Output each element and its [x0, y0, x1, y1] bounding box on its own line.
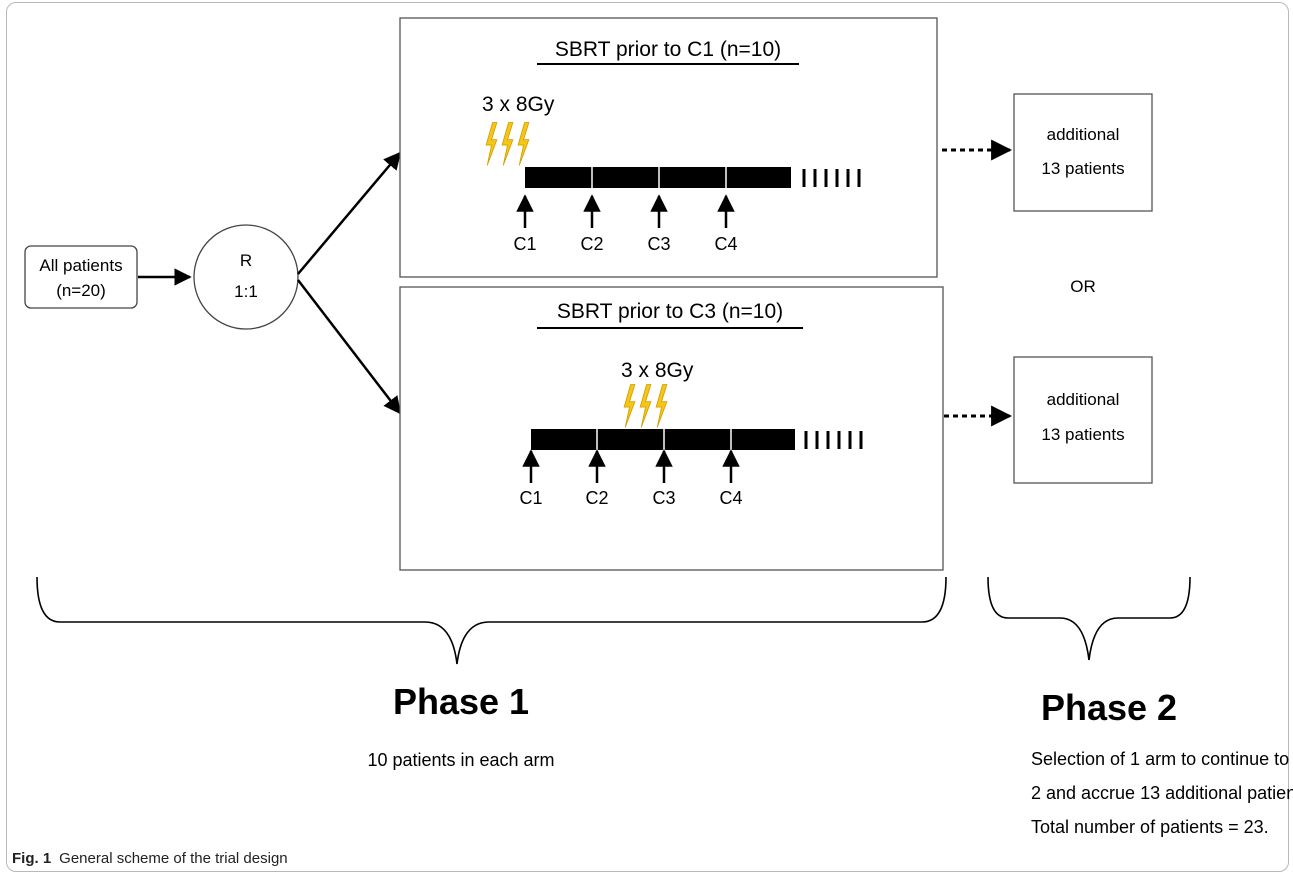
- all-patients-label: All patients: [39, 256, 122, 275]
- arm1-cycle-c4: C4: [714, 234, 737, 254]
- arm1-continuation-ticks: [802, 169, 861, 187]
- arm2-cycle-c4: C4: [719, 488, 742, 508]
- phase2-description-line2: 2 and accrue 13 additional patients.: [1031, 783, 1293, 803]
- arm2-box: SBRT prior to C3 (n=10) 3 x 8Gy C1: [399, 286, 944, 571]
- arm2-cycle-c3: C3: [652, 488, 675, 508]
- phase2-description-line1: Selection of 1 arm to continue to phase: [1031, 749, 1293, 769]
- phase2-box-2: additional 13 patients: [1013, 356, 1153, 484]
- arm1-cycle-c2: C2: [580, 234, 603, 254]
- arm2-dose: 3 x 8Gy: [621, 359, 694, 382]
- figure-label: Fig. 1: [12, 850, 52, 867]
- phase2-brace: [987, 576, 1191, 661]
- arm1-box: SBRT prior to C1 (n=10) 3 x 8Gy C1: [399, 17, 938, 278]
- figure-caption: Fig. 1 General scheme of the trial design: [12, 850, 288, 867]
- arm2-cycle-c2: C2: [585, 488, 608, 508]
- arm2-cycle-c1: C1: [519, 488, 542, 508]
- arm1-dose: 3 x 8Gy: [482, 93, 555, 116]
- arrow-to-arm2: [297, 279, 402, 415]
- phase2-box2-line1: additional: [1047, 390, 1120, 409]
- phase2-box-1: additional 13 patients: [1013, 93, 1153, 212]
- arm1-cycle-c3: C3: [647, 234, 670, 254]
- figure-caption-text: General scheme of the trial design: [59, 850, 288, 867]
- figure-frame: [6, 2, 1289, 872]
- arm2-title: SBRT prior to C3 (n=10): [557, 300, 783, 323]
- arm1-title: SBRT prior to C1 (n=10): [555, 38, 781, 61]
- arm2-timeline: [531, 429, 863, 450]
- arrow-to-arm1: [297, 151, 402, 275]
- phase1-title: Phase 1: [393, 681, 529, 722]
- randomization-letter: R: [240, 251, 252, 270]
- phase2-box1-line1: additional: [1047, 125, 1120, 144]
- or-label: OR: [1070, 277, 1096, 296]
- arm2-continuation-ticks: [804, 431, 863, 449]
- phase2-title: Phase 2: [1041, 687, 1177, 728]
- arm1-timeline: [525, 167, 861, 188]
- phase2-description-line3: Total number of patients = 23.: [1031, 817, 1269, 837]
- phase2-box2-line2: 13 patients: [1041, 425, 1124, 444]
- phase1-brace: [36, 576, 947, 665]
- arm1-cycle-c1: C1: [513, 234, 536, 254]
- all-patients-count: (n=20): [56, 281, 106, 300]
- randomization-node: R 1:1: [193, 224, 299, 330]
- phase2-box1-line2: 13 patients: [1041, 159, 1124, 178]
- phase1-description: 10 patients in each arm: [367, 750, 554, 770]
- randomization-ratio: 1:1: [234, 282, 258, 301]
- all-patients-node: All patients (n=20): [24, 245, 138, 309]
